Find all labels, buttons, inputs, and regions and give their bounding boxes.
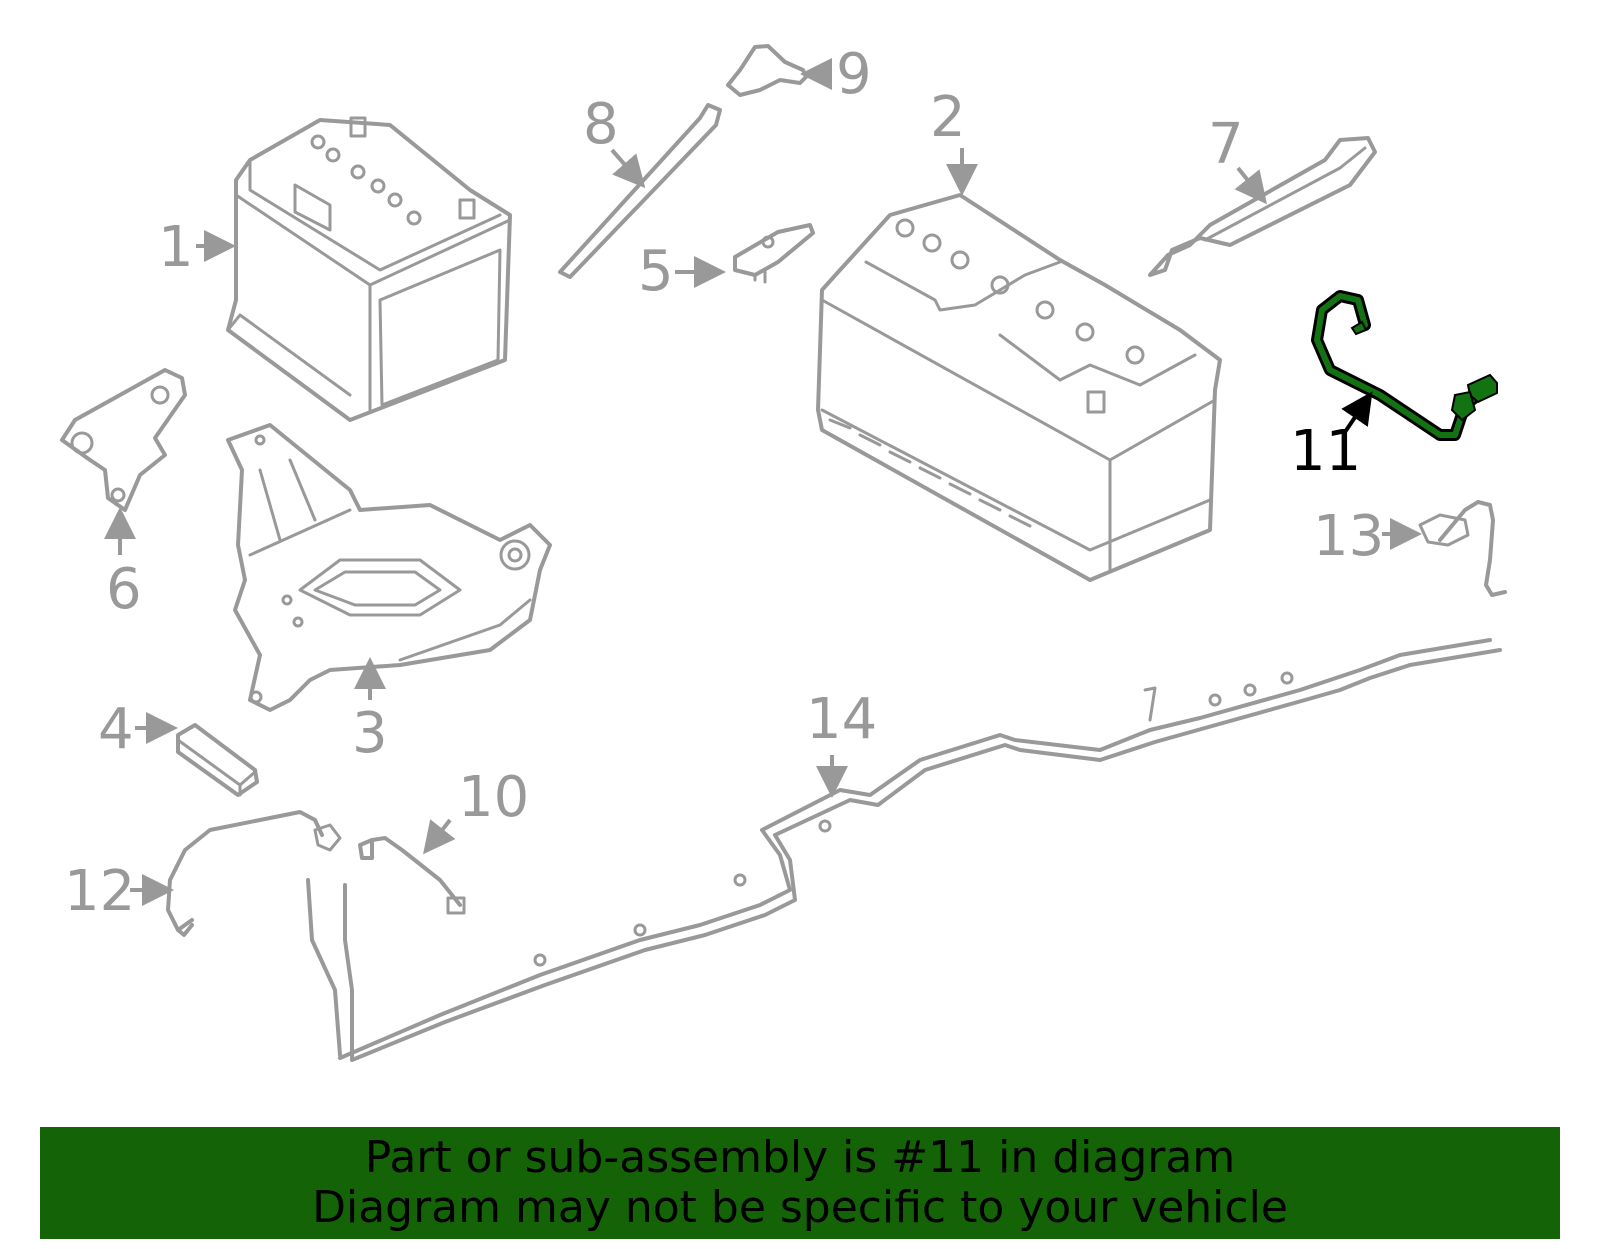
callout-1: 1 <box>158 215 236 280</box>
callout-8: 8 <box>583 92 646 189</box>
svg-text:1: 1 <box>158 215 194 280</box>
part-2-battery-large[interactable] <box>816 193 1222 582</box>
callout-11: 11 <box>1290 391 1373 484</box>
part-6-mounting-bracket[interactable] <box>60 368 187 512</box>
callout-14: 14 <box>806 687 877 798</box>
banner-line-disclaimer: Diagram may not be specific to your vehi… <box>312 1182 1288 1233</box>
part-3-battery-tray[interactable] <box>226 423 552 712</box>
part-7-hold-down-strap[interactable] <box>1148 136 1377 277</box>
part-8-vent-tube[interactable] <box>558 103 722 279</box>
part-10-cable-short[interactable] <box>358 836 466 915</box>
part-14-positive-cable-harness[interactable] <box>306 638 1502 1062</box>
part-1-battery-small[interactable] <box>226 116 512 422</box>
svg-text:10: 10 <box>458 765 529 830</box>
callout-10: 10 <box>423 765 529 855</box>
part-5-hold-down-clamp[interactable] <box>733 223 815 284</box>
part-11-negative-cable[interactable] <box>1311 290 1498 441</box>
svg-text:7: 7 <box>1208 112 1244 177</box>
parts-diagram: 1 2 3 <box>60 42 1507 1062</box>
callout-5: 5 <box>638 239 726 304</box>
svg-text:14: 14 <box>806 687 877 752</box>
svg-text:6: 6 <box>106 557 142 622</box>
callout-7: 7 <box>1208 112 1267 205</box>
callout-13: 13 <box>1313 504 1422 569</box>
callout-12: 12 <box>64 859 174 924</box>
part-12-cable-curved[interactable] <box>166 810 342 937</box>
svg-text:2: 2 <box>930 85 966 150</box>
svg-text:13: 13 <box>1313 504 1384 569</box>
callout-3: 3 <box>352 657 388 766</box>
callout-9: 9 <box>800 42 872 107</box>
part-4-spacer-block[interactable] <box>176 723 259 797</box>
svg-text:9: 9 <box>836 42 872 107</box>
svg-text:3: 3 <box>352 701 388 766</box>
svg-text:5: 5 <box>638 239 674 304</box>
svg-text:8: 8 <box>583 92 619 157</box>
svg-text:4: 4 <box>98 697 134 762</box>
svg-text:12: 12 <box>64 859 135 924</box>
part-9-vent-elbow[interactable] <box>726 44 808 97</box>
callout-6: 6 <box>104 507 142 622</box>
callout-4: 4 <box>98 697 178 762</box>
svg-text:11: 11 <box>1290 419 1361 484</box>
part-notice-banner: Part or sub-assembly is #11 in diagram D… <box>40 1127 1560 1239</box>
callout-2: 2 <box>930 85 978 196</box>
banner-line-part-number: Part or sub-assembly is #11 in diagram <box>364 1132 1236 1183</box>
part-13-sensor-cable[interactable] <box>1418 500 1507 597</box>
